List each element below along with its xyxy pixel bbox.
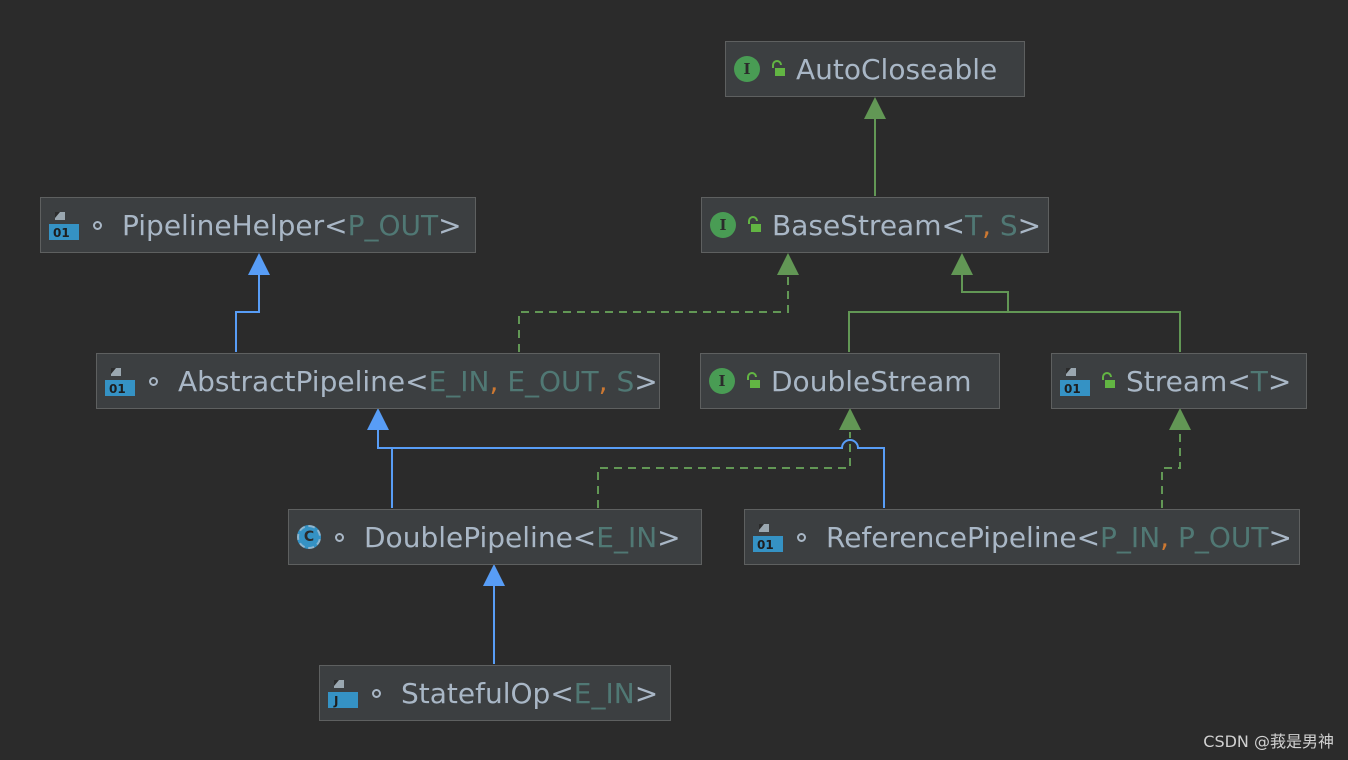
edge-referencepipeline-stream — [1161, 408, 1191, 508]
public-lock-icon — [748, 216, 761, 232]
node-name: ReferencePipeline<P_IN, P_OUT> — [826, 520, 1292, 554]
java-file-icon: J — [328, 680, 358, 708]
abstract-class-file-icon: 01 — [1060, 368, 1090, 396]
interface-icon: I — [709, 368, 735, 394]
node-name: BaseStream<T, S> — [772, 208, 1042, 242]
public-lock-icon — [1102, 372, 1115, 388]
watermark: CSDN @莪是男神 — [1203, 732, 1334, 751]
edge-doublepipeline-doublestream — [597, 408, 861, 508]
node-name: AbstractPipeline<E_IN, E_OUT, S> — [178, 364, 658, 398]
abstract-class-file-icon: 01 — [49, 212, 79, 240]
node-name: DoubleStream — [771, 364, 972, 398]
node-abstractpipeline[interactable]: 01 AbstractPipeline<E_IN, E_OUT, S> — [96, 353, 660, 409]
node-referencepipeline[interactable]: 01 ReferencePipeline<P_IN, P_OUT> — [744, 509, 1300, 565]
edge-statefulop-doublepipeline — [483, 564, 505, 664]
package-dot-icon — [372, 688, 381, 698]
edge-pipelines-abstractpipeline — [367, 408, 885, 508]
public-lock-icon — [747, 372, 760, 388]
node-autocloseable[interactable]: I AutoCloseable — [725, 41, 1025, 97]
interface-icon: I — [710, 212, 736, 238]
node-name: DoublePipeline<E_IN> — [364, 520, 681, 554]
node-basestream[interactable]: I BaseStream<T, S> — [701, 197, 1049, 253]
svg-text:01: 01 — [53, 226, 70, 240]
package-dot-icon — [797, 532, 806, 542]
svg-text:J: J — [333, 694, 338, 708]
node-pipelinehelper[interactable]: 01 PipelineHelper<P_OUT> — [40, 197, 476, 253]
svg-text:01: 01 — [1064, 382, 1081, 396]
package-dot-icon — [149, 376, 158, 386]
node-doublestream[interactable]: I DoubleStream — [700, 353, 1000, 409]
interface-icon: I — [734, 56, 760, 82]
node-name: PipelineHelper<P_OUT> — [122, 208, 462, 242]
node-doublepipeline[interactable]: C DoublePipeline<E_IN> — [288, 509, 702, 565]
node-stream[interactable]: 01 Stream<T> — [1051, 353, 1307, 409]
package-dot-icon — [93, 220, 102, 230]
node-name: StatefulOp<E_IN> — [401, 676, 659, 710]
abstract-class-icon: C — [297, 525, 321, 549]
edge-abstractpipeline-basestream — [518, 253, 799, 352]
abstract-class-file-icon: 01 — [105, 368, 135, 396]
edge-basestream-autocloseable — [864, 97, 886, 196]
node-name: Stream<T> — [1126, 364, 1292, 398]
node-name: AutoCloseable — [796, 52, 998, 86]
edge-abstractpipeline-pipelinehelper — [235, 253, 270, 352]
node-statefulop[interactable]: J StatefulOp<E_IN> — [319, 665, 671, 721]
abstract-class-file-icon: 01 — [753, 524, 783, 552]
svg-text:01: 01 — [109, 382, 126, 396]
svg-text:01: 01 — [757, 538, 774, 552]
edge-streams-basestream — [848, 253, 1181, 352]
public-lock-icon — [772, 60, 785, 76]
package-dot-icon — [335, 532, 344, 542]
